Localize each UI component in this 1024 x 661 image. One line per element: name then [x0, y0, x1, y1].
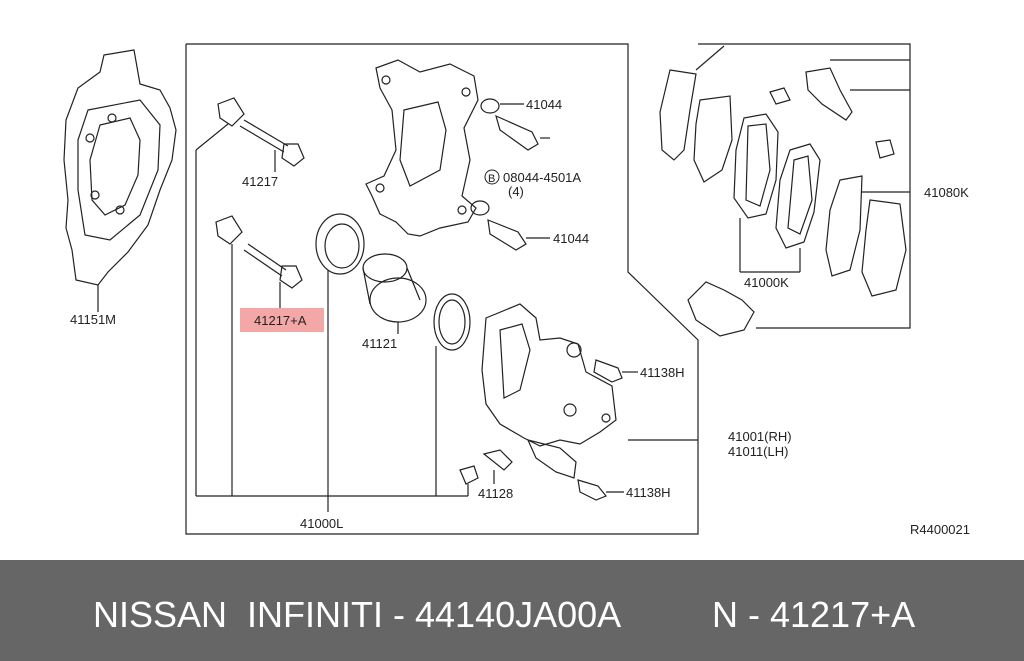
shim-inner — [693, 95, 733, 183]
footer-bar: NISSAN INFINITI - 44140JA00A N - 41217+A — [0, 560, 1024, 661]
label-41000l: 41000L — [300, 516, 343, 531]
brake-pad-inner — [775, 143, 821, 249]
bolt-marker-circle — [484, 169, 500, 185]
label-41121: 41121 — [362, 336, 397, 351]
label-41000k: 41000K — [744, 275, 789, 290]
footer-reference: N - 41217+A — [712, 594, 916, 635]
footer-part-number: NISSAN INFINITI - 44140JA00A — [93, 594, 622, 635]
label-bolt-qty: (4) — [508, 184, 524, 199]
label-41217a: 41217+A — [254, 313, 307, 328]
piston — [362, 253, 427, 323]
guide-pin-top — [217, 97, 305, 167]
label-41138h-bot: 41138H — [626, 485, 671, 500]
guide-pin-bottom — [215, 215, 303, 289]
label-41001: 41001(RH) — [728, 429, 792, 444]
label-41128: 41128 — [478, 486, 513, 501]
boot-ring — [433, 293, 471, 351]
brake-pad-outer — [733, 113, 779, 219]
label-41044-top: 41044 — [526, 97, 562, 112]
parts-diagram: 41151M 41217 41217+A 41044 B 08044-4501A… — [63, 43, 970, 537]
caliper-body — [481, 303, 617, 479]
bolt-marker: B — [488, 173, 495, 185]
dust-shield-part — [63, 49, 177, 286]
label-41011: 41011(LH) — [728, 444, 788, 459]
caliper-bracket — [365, 59, 479, 237]
label-41217: 41217 — [242, 174, 278, 189]
pads-frame — [698, 43, 911, 329]
label-41080k: 41080K — [924, 185, 969, 200]
shim-outer — [659, 69, 697, 161]
main-frame — [185, 43, 699, 535]
label-41151m: 41151M — [70, 312, 116, 327]
label-41138h-top: 41138H — [640, 365, 685, 380]
label-bolt-code: 08044-4501A — [503, 170, 581, 185]
anti-rattle-clip — [687, 281, 755, 337]
highlight-box — [240, 308, 324, 332]
reference-code: R4400021 — [910, 522, 970, 537]
piston-seal — [315, 213, 365, 275]
label-41044-mid: 41044 — [553, 231, 589, 246]
